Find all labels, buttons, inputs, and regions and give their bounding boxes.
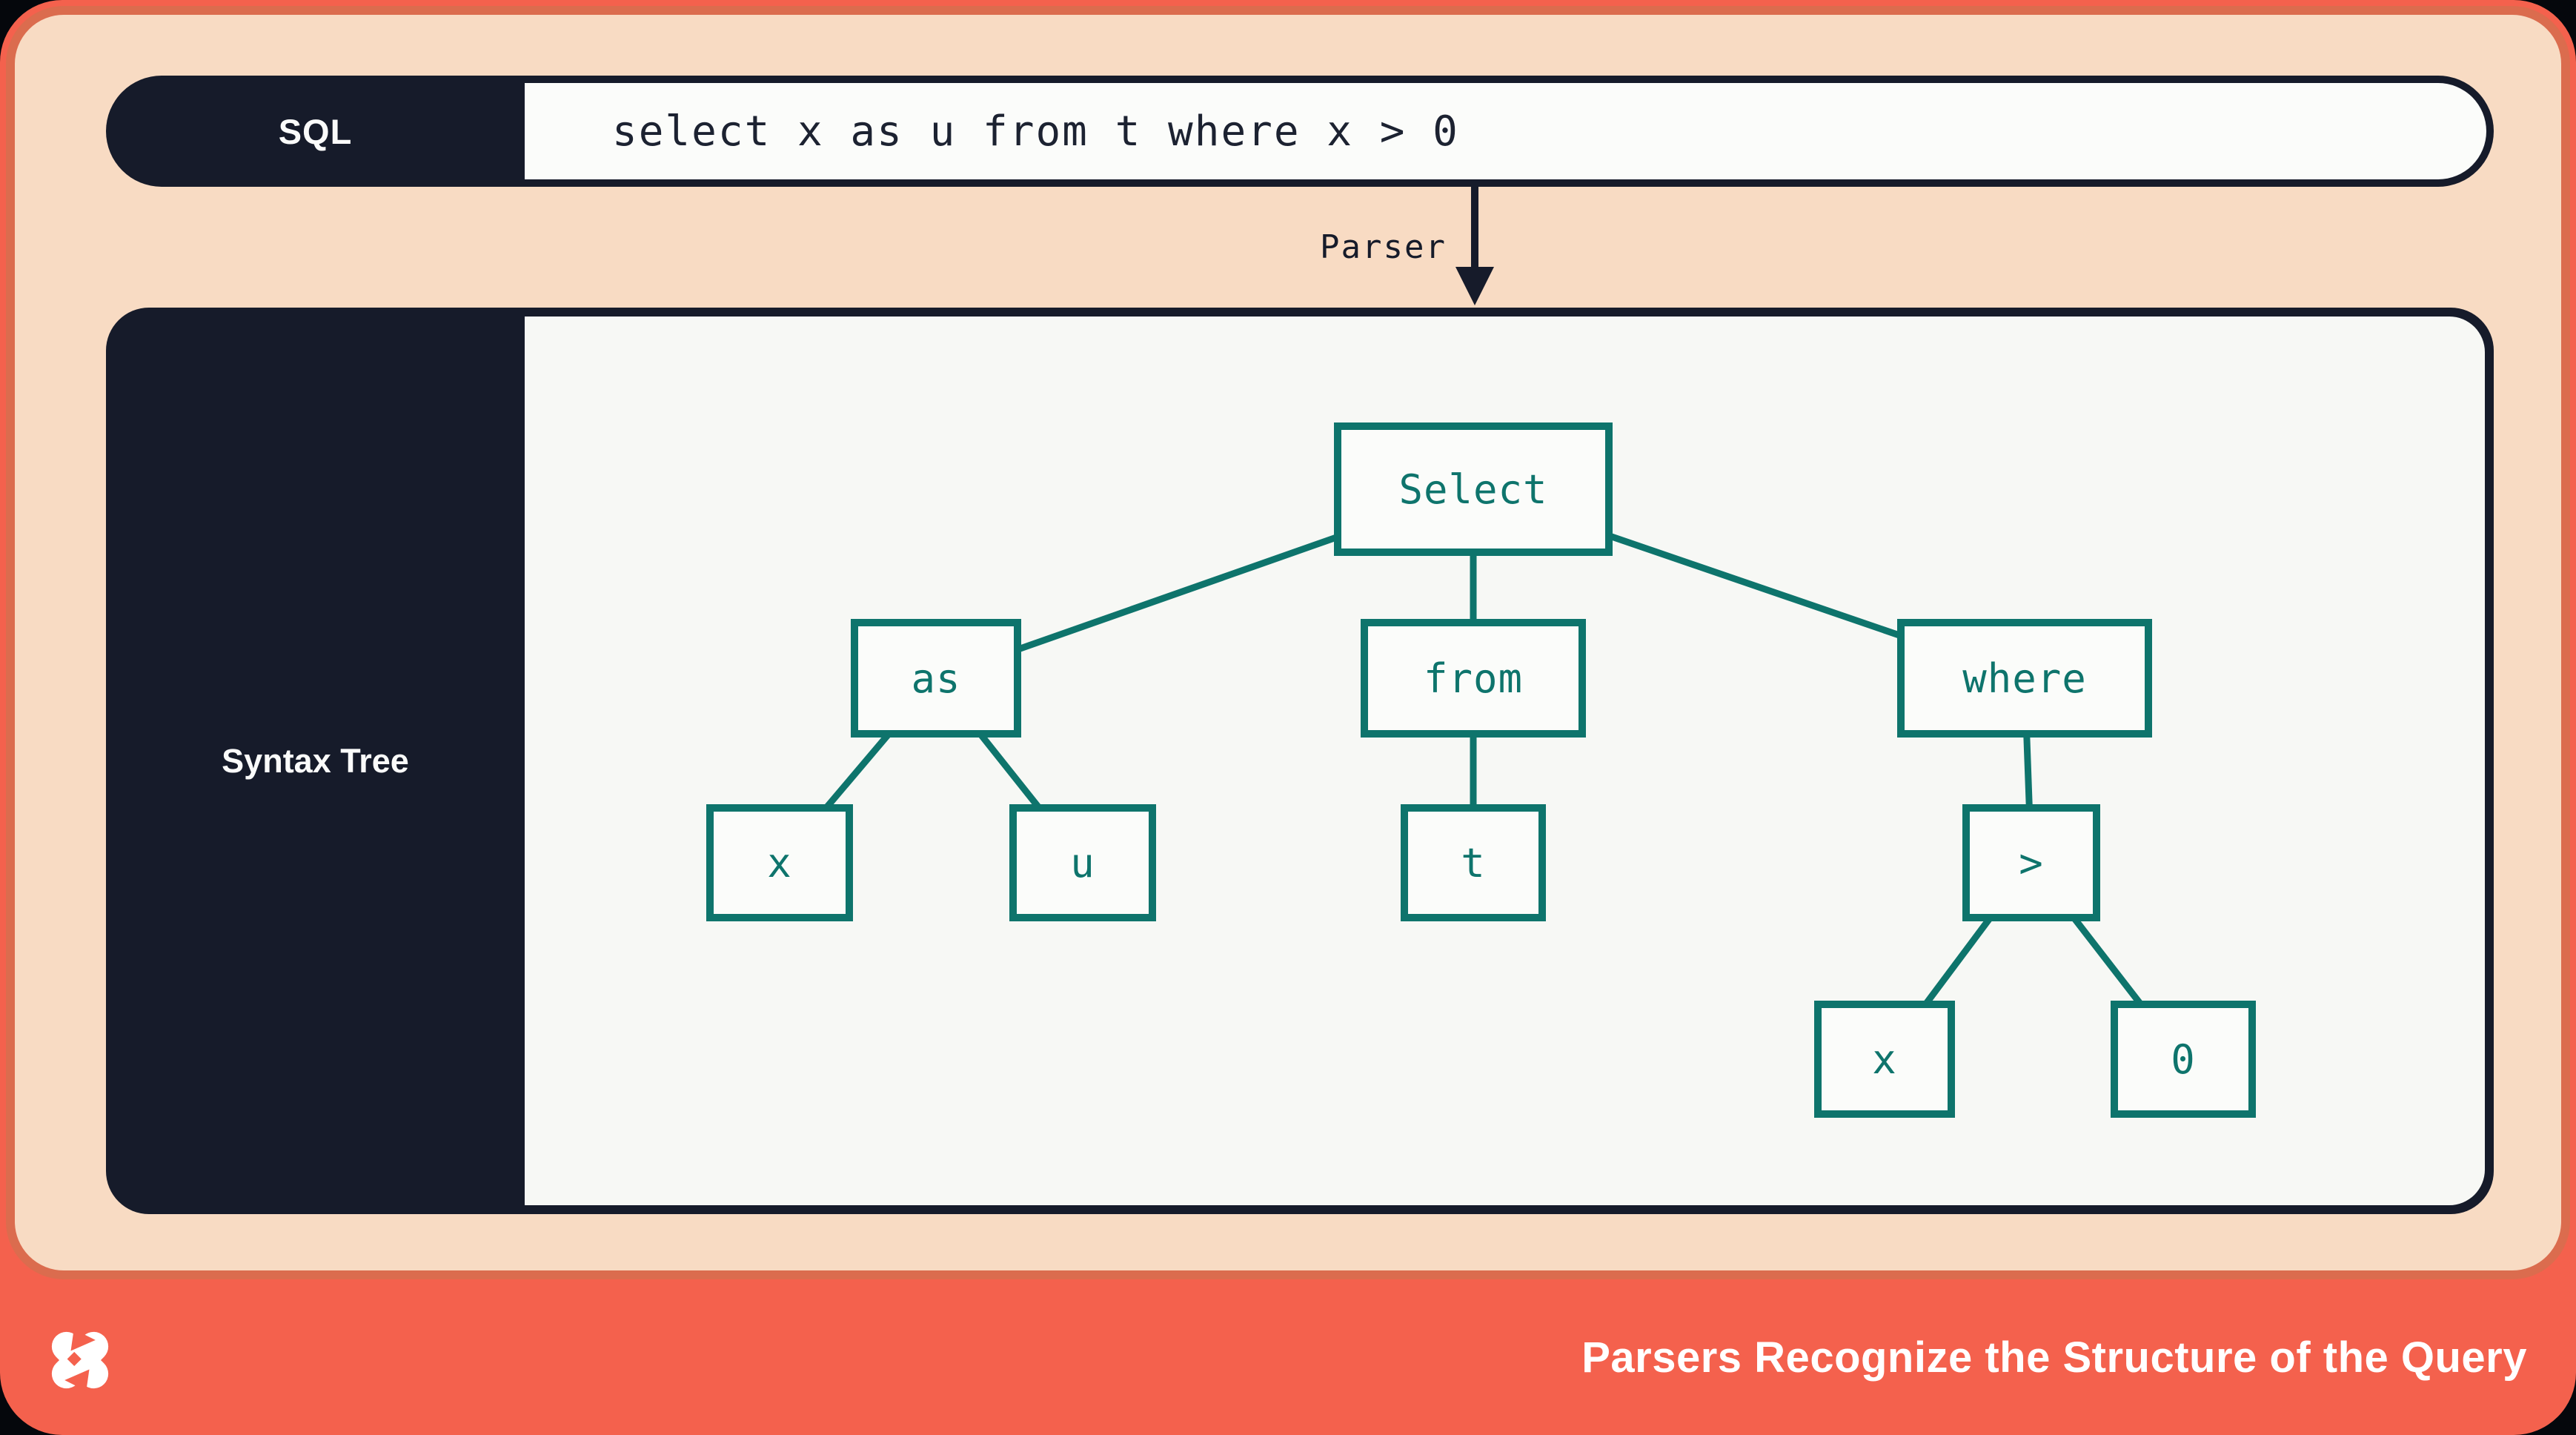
parser-label: Parser [1320, 228, 1447, 266]
tree-node-t: t [1401, 804, 1546, 921]
sql-label-zone: SQL [106, 76, 525, 187]
syntax-tree-label-zone: Syntax Tree [106, 308, 525, 1214]
sql-pill: SQL select x as u from t where x > 0 [106, 76, 2494, 187]
tree-node-gt: > [1962, 804, 2100, 921]
tree-node-as: as [851, 619, 1021, 738]
tree-node-from: from [1361, 619, 1586, 738]
sql-query-box: select x as u from t where x > 0 [525, 83, 2486, 179]
tree-node-x-cond: x [1814, 1001, 1955, 1118]
footer-title-zone: Parsers Recognize the Structure of the Q… [0, 1279, 2576, 1435]
tree-node-where: where [1897, 619, 2152, 738]
sql-label: SQL [278, 111, 353, 151]
tree-node-u: u [1009, 804, 1156, 921]
tree-node-zero: 0 [2111, 1001, 2256, 1118]
parser-label-zone: Parser [1149, 187, 1447, 308]
tree-node-x-alias: x [706, 804, 853, 921]
sql-query-text: select x as u from t where x > 0 [612, 107, 1459, 156]
footer-title: Parsers Recognize the Structure of the Q… [1581, 1333, 2527, 1382]
syntax-tree-label: Syntax Tree [222, 741, 409, 780]
dolt-logo-icon [51, 1329, 109, 1391]
tree-node-select: Select [1334, 422, 1613, 556]
